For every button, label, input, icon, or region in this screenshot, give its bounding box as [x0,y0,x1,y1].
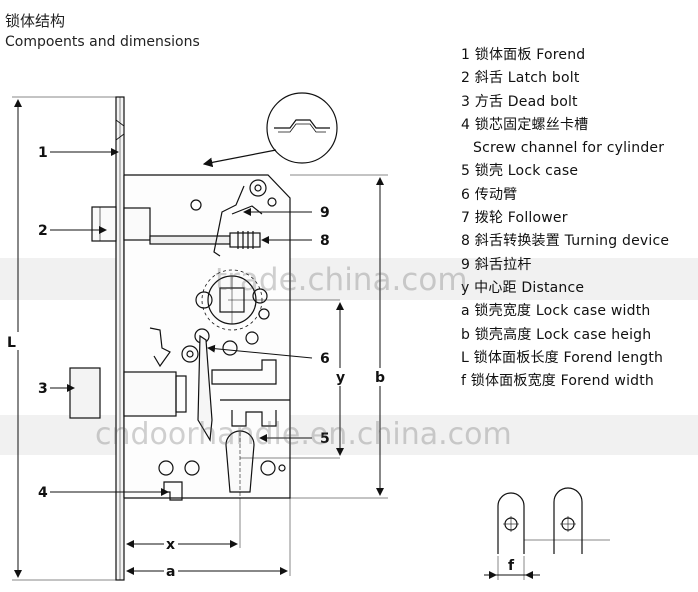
dimension-b: b [375,370,385,386]
callout-4: 4 [38,485,48,501]
callout-6: 6 [320,351,330,367]
latch-bolt [91,206,117,242]
dimension-x: x [166,537,175,553]
callout-9: 9 [320,205,330,221]
dimension-y: y [336,370,345,386]
legend-item-b: b 锁壳高度 Lock case heigh [461,326,652,343]
forend-profile-2 [553,487,583,554]
lock-case-outline [124,174,291,499]
legend-item-6: 6 传动臂 [461,186,518,203]
component-legend: 1 锁体面板 Forend 2 斜舌 Latch bolt 3 方舌 Dead … [461,44,693,393]
legend-item-2: 2 斜舌 Latch bolt [461,70,580,87]
legend-item-1: 1 锁体面板 Forend [461,47,586,63]
dimension-L: L [7,335,16,351]
legend-item-7: 7 拨轮 Follower [461,210,568,227]
legend-item-4: 4 锁芯固定螺丝卡槽 [461,116,589,133]
legend-item-f: f 锁体面板宽度 Forend width [461,373,655,390]
title-english: Compoents and dimensions [5,34,200,50]
callout-5: 5 [320,431,330,447]
legend-item-3: 3 方舌 Dead bolt [461,93,578,110]
legend-item-a: a 锁壳宽度 Lock case width [461,303,651,320]
callout-1: 1 [38,145,48,161]
legend-item-5: 5 锁壳 Lock case [461,163,579,180]
forend-profile-1 [497,492,525,554]
legend-item-y: y 中心距 Distance [461,279,585,296]
detail-circle [266,92,338,164]
dimension-a: a [166,564,175,580]
legend-item-L: L 锁体面板长度 Forend length [461,349,664,366]
latch-rod [149,235,231,245]
dead-bolt [69,367,101,419]
transmission-arm [197,334,213,442]
legend-item-4-en: Screw channel for cylinder [473,140,665,157]
dimension-f: f [508,558,515,574]
legend-item-8: 8 斜舌转换装置 Turning device [461,233,670,250]
legend-item-9: 9 斜舌拉杆 [461,256,532,273]
callout-8: 8 [320,233,330,249]
title-chinese: 锁体结构 [5,12,66,30]
callout-3: 3 [38,381,48,397]
callout-2: 2 [38,223,48,239]
cylinder-hole [225,430,255,493]
